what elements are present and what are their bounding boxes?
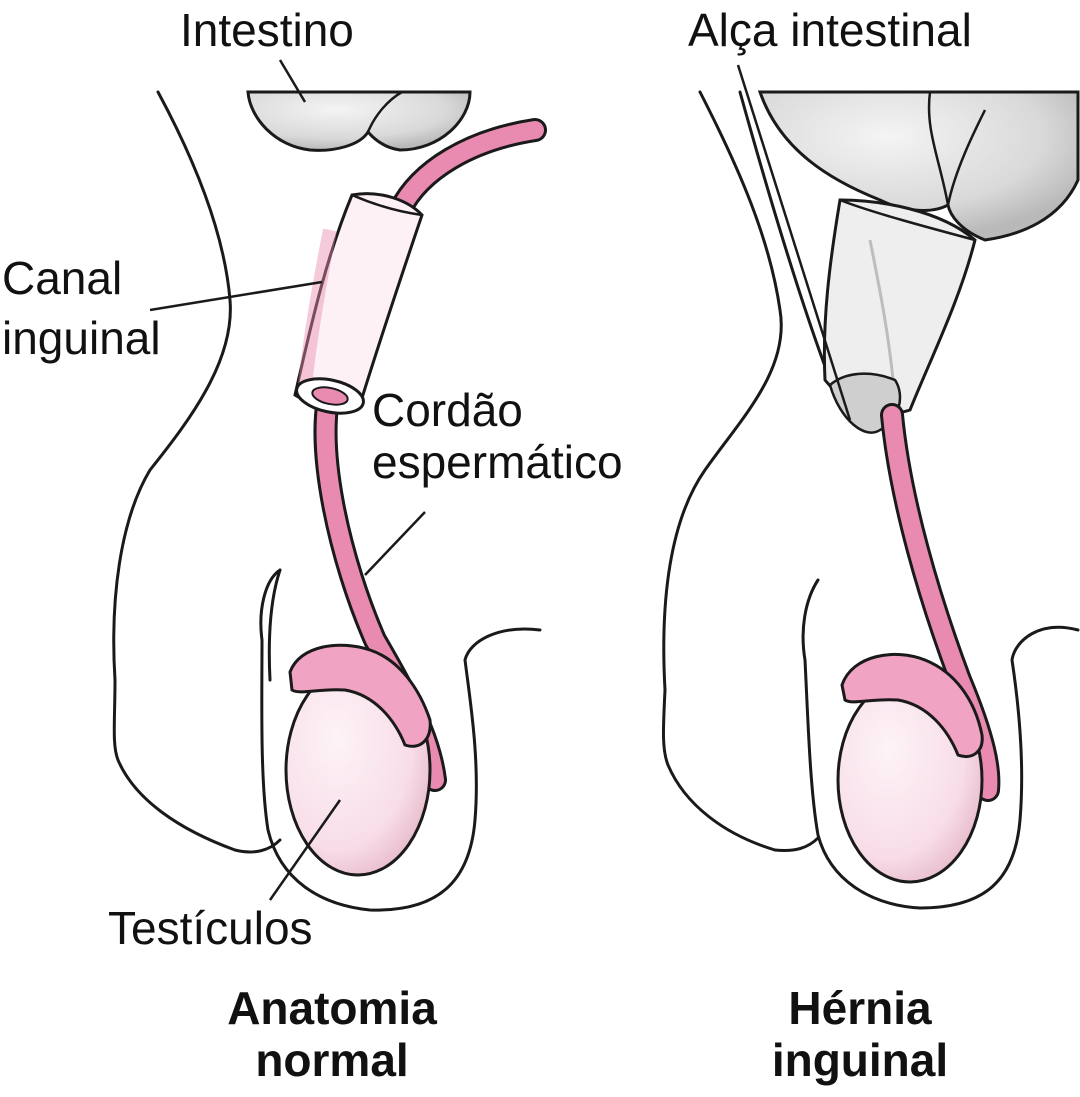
- label-cordao-line2: espermático: [372, 436, 623, 488]
- hernia-sac: [822, 198, 977, 434]
- label-cordao-line1: Cordão: [372, 384, 523, 436]
- label-canal-line2: inguinal: [2, 312, 161, 364]
- body-outline-left: [112, 90, 542, 912]
- body-outline-right: [661, 90, 1080, 910]
- leader-lines-left: [149, 59, 426, 901]
- label-alca-intestinal: Alça intestinal: [688, 4, 972, 56]
- spermatic-cord-right: [880, 403, 1001, 802]
- caption-normal-line1: Anatomia: [227, 982, 437, 1034]
- testis-left: [284, 643, 432, 877]
- inguinal-canal-left: [293, 192, 424, 415]
- label-intestino: Intestino: [180, 4, 354, 56]
- label-canal-line1: Canal: [2, 252, 123, 304]
- intestine-left: [246, 90, 472, 152]
- leader-lines-right: [736, 64, 852, 421]
- caption-hernia-line1: Hérnia: [788, 982, 932, 1034]
- label-testiculos: Testículos: [108, 902, 313, 954]
- testis-right: [836, 653, 984, 884]
- intestine-right: [757, 90, 1080, 242]
- caption-hernia-line2: inguinal: [771, 1034, 949, 1086]
- caption-normal-line2: normal: [255, 1034, 409, 1086]
